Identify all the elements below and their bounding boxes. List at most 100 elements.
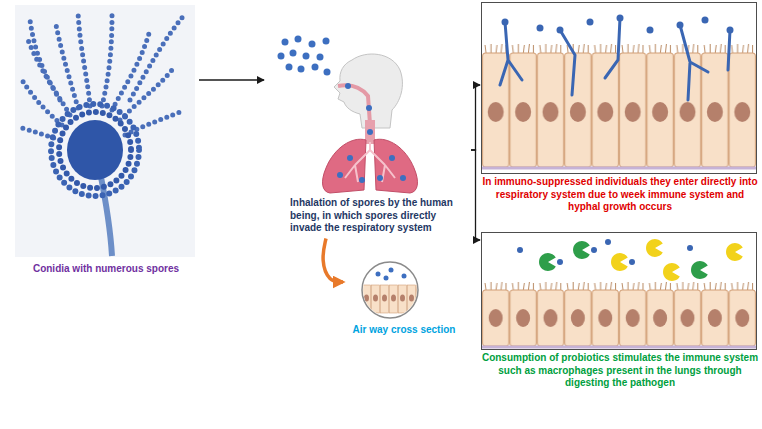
macrophage (663, 263, 680, 281)
spore (347, 155, 353, 161)
spore (677, 22, 684, 29)
lung (323, 139, 366, 193)
spore (389, 268, 394, 273)
macrophages (539, 239, 743, 281)
flow-arrow (199, 79, 264, 80)
hypha (605, 18, 620, 78)
spore (324, 69, 331, 76)
spore (400, 175, 406, 181)
spore (647, 27, 654, 34)
caption-text: Air way cross section (345, 324, 463, 337)
spore (323, 38, 330, 45)
epithelium (482, 282, 756, 347)
micrograph-panel: Conidia with numerous spores (15, 5, 197, 278)
spore (309, 41, 316, 48)
airway-cells (362, 268, 418, 319)
airway-circle (362, 262, 418, 318)
text-block: Air way cross section (345, 324, 463, 337)
airway-section: Air way cross section (345, 256, 463, 339)
spores (337, 83, 406, 183)
lung (374, 139, 417, 193)
spore (298, 66, 305, 73)
hypha (728, 30, 730, 70)
macrophage (646, 239, 663, 257)
spores (278, 36, 331, 76)
spore-chain (120, 70, 172, 120)
infection-panel: In immuno-suppressed individuals they en… (481, 2, 757, 174)
spore (617, 15, 624, 22)
spore (303, 53, 310, 60)
hypha (560, 30, 575, 95)
probiotic-panel: Consumption of probiotics stimulates the… (481, 232, 757, 350)
spore (591, 247, 597, 253)
spore-chain (22, 80, 62, 125)
spore-ring (51, 104, 139, 196)
spore (402, 274, 407, 279)
spore (727, 27, 734, 34)
spore (537, 25, 544, 32)
spores (502, 15, 734, 34)
spore (587, 19, 594, 26)
spore (312, 64, 319, 71)
hyphae (500, 18, 730, 100)
bracket-arrow (471, 150, 480, 240)
macrophage (573, 241, 590, 259)
spore (286, 64, 293, 71)
inhalation-figure: Inhalation of spores by the human being,… (266, 30, 470, 237)
hypha (680, 25, 708, 100)
spore (359, 177, 365, 183)
spore (295, 36, 302, 43)
bracket-arrow (471, 85, 480, 150)
text-block: Inhalation of spores by the human being,… (290, 197, 470, 235)
spore (345, 83, 351, 89)
spore (687, 245, 693, 251)
spore (282, 39, 289, 46)
connectors (199, 80, 480, 282)
spore-chains (22, 12, 185, 140)
caption-text: Inhalation of spores by the human being,… (290, 197, 470, 235)
spore (557, 259, 563, 265)
spore-ring (59, 112, 131, 188)
curved-arrow (323, 239, 343, 283)
spore-chain (125, 112, 180, 135)
spore (278, 53, 285, 60)
text-block: Conidia with numerous spores (15, 263, 197, 276)
cell-layer (362, 282, 418, 318)
head-outline (334, 54, 402, 128)
text-block: In immuno-suppressed individuals they en… (481, 176, 759, 214)
spore (502, 19, 509, 26)
spore-chain (30, 20, 60, 100)
trachea (365, 120, 375, 144)
basement-membrane (482, 346, 756, 349)
macrophage (611, 253, 628, 271)
macrophage (691, 261, 708, 279)
spore (377, 175, 383, 181)
spores (517, 239, 693, 265)
spore (389, 155, 395, 161)
basement-membrane (482, 167, 756, 170)
spore-chain (102, 15, 112, 106)
nasal-airway (338, 85, 370, 124)
spore (376, 272, 381, 277)
spore (605, 239, 611, 245)
spore (629, 259, 635, 265)
spore (702, 17, 709, 24)
spore (557, 27, 564, 34)
spore (367, 129, 373, 135)
spore (317, 54, 324, 61)
macrophage (539, 253, 556, 271)
text-block: Consumption of probiotics stimulates the… (481, 352, 759, 390)
caption-text: In immuno-suppressed individuals they en… (481, 176, 759, 214)
spore (384, 276, 389, 281)
macrophage (726, 243, 743, 261)
caption-text: Conidia with numerous spores (15, 263, 197, 276)
vesicle (67, 120, 123, 180)
spore (517, 247, 523, 253)
spore-chain (78, 12, 90, 106)
spore (366, 105, 372, 111)
caption-text: Consumption of probiotics stimulates the… (481, 352, 759, 390)
epithelium (482, 44, 756, 168)
micrograph-ground (15, 5, 195, 257)
spore (337, 172, 343, 178)
